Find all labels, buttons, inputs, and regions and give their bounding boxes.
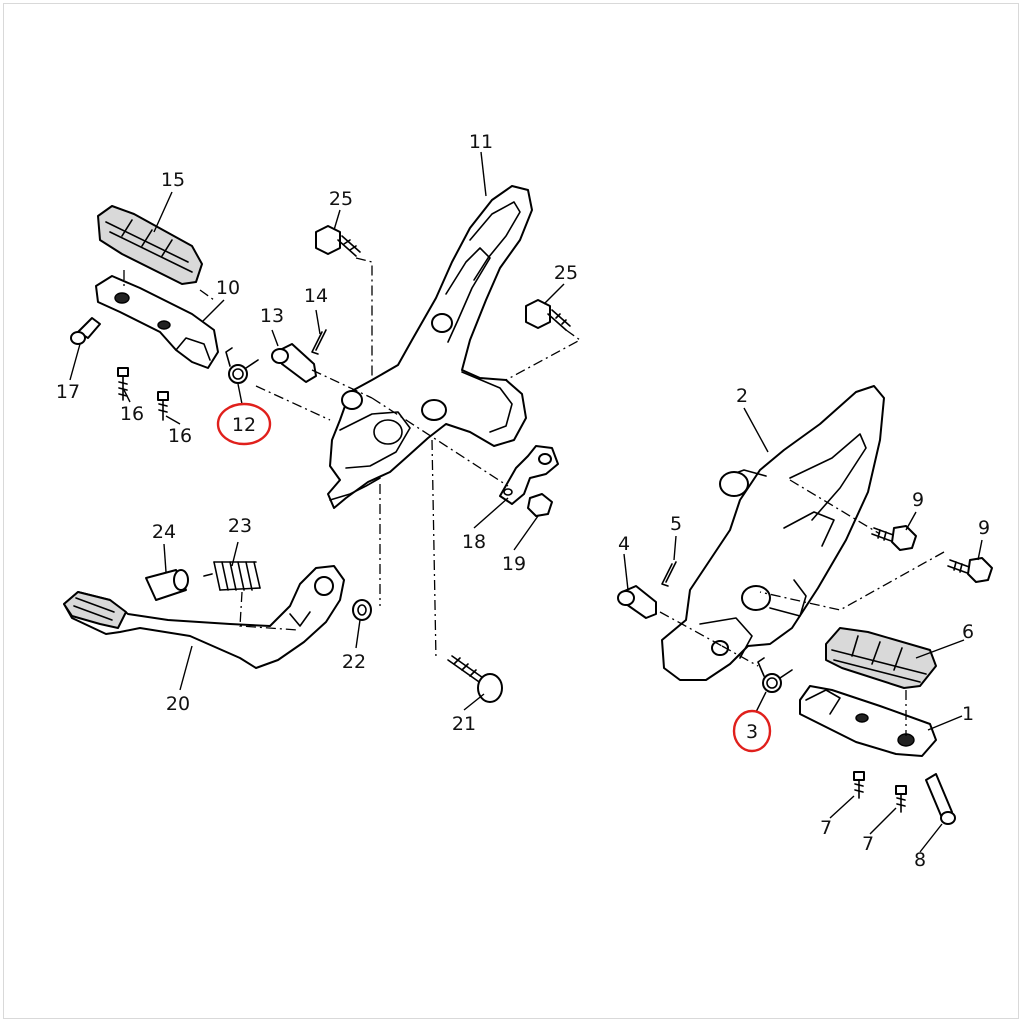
callout-19[interactable]: 19 xyxy=(502,553,526,575)
callout-3[interactable]: 3 xyxy=(746,721,758,743)
callout-15[interactable]: 15 xyxy=(161,169,185,191)
screw-7a xyxy=(853,771,865,799)
brake-pedal xyxy=(63,565,345,669)
right-footpeg-spring xyxy=(757,657,793,693)
screw-7b xyxy=(895,785,907,813)
callout-17[interactable]: 17 xyxy=(56,381,80,403)
callout-21[interactable]: 21 xyxy=(452,713,476,735)
callout-18[interactable]: 18 xyxy=(462,531,486,553)
callout-12[interactable]: 12 xyxy=(232,414,256,436)
callout-9b[interactable]: 9 xyxy=(978,517,990,539)
left-footpeg-pin xyxy=(271,343,317,383)
callout-leaders xyxy=(69,151,983,853)
pivot-bolt-21 xyxy=(447,655,503,703)
bolt-17 xyxy=(70,317,101,345)
right-footrest-bracket xyxy=(661,385,885,681)
highlight-ring-12 xyxy=(216,402,272,446)
callout-25a[interactable]: 25 xyxy=(329,188,353,210)
right-footpeg-pin xyxy=(617,585,657,619)
callout-13[interactable]: 13 xyxy=(260,305,284,327)
right-footpeg xyxy=(799,685,937,757)
callout-14[interactable]: 14 xyxy=(304,285,328,307)
bracket-18 xyxy=(499,445,559,505)
callout-25b[interactable]: 25 xyxy=(554,262,578,284)
callout-6[interactable]: 6 xyxy=(962,621,974,643)
callout-4[interactable]: 4 xyxy=(618,533,630,555)
callout-10[interactable]: 10 xyxy=(216,277,240,299)
callout-2[interactable]: 2 xyxy=(736,385,748,407)
callout-labels: 11 15 25 25 10 13 14 17 16 16 12 2 9 9 1… xyxy=(56,131,990,871)
diagram-frame xyxy=(3,3,1019,1019)
callout-23[interactable]: 23 xyxy=(228,515,252,537)
callout-9a[interactable]: 9 xyxy=(912,489,924,511)
assembly-lines xyxy=(123,257,945,736)
cotter-pin-5 xyxy=(661,561,677,587)
callout-8[interactable]: 8 xyxy=(914,849,926,871)
left-footpeg-spring xyxy=(225,347,259,384)
right-footpeg-rubber xyxy=(825,627,937,689)
left-footpeg xyxy=(95,275,219,369)
highlight-ring-3 xyxy=(732,709,772,753)
callout-16a[interactable]: 16 xyxy=(120,403,144,425)
callout-24[interactable]: 24 xyxy=(152,521,176,543)
screw-16b xyxy=(157,391,169,421)
left-footpeg-rubber xyxy=(97,205,203,285)
pedal-bushing-24 xyxy=(145,569,189,601)
callout-7b[interactable]: 7 xyxy=(862,833,874,855)
bolt-19 xyxy=(527,493,553,517)
left-footrest-bracket xyxy=(327,185,533,509)
callout-16b[interactable]: 16 xyxy=(168,425,192,447)
callout-7a[interactable]: 7 xyxy=(820,817,832,839)
bolt-25a xyxy=(315,225,361,257)
callout-11[interactable]: 11 xyxy=(469,131,493,153)
washer-22 xyxy=(352,599,372,621)
callout-20[interactable]: 20 xyxy=(166,693,190,715)
cotter-pin-14 xyxy=(311,329,327,355)
callout-1[interactable]: 1 xyxy=(962,703,974,725)
bolt-9a xyxy=(871,525,917,551)
return-spring-23 xyxy=(203,561,261,591)
bolt-9b xyxy=(947,557,993,583)
bolt-8 xyxy=(925,773,956,825)
screw-16a xyxy=(117,367,129,401)
bolt-25b xyxy=(525,299,571,331)
callout-22[interactable]: 22 xyxy=(342,651,366,673)
callout-5[interactable]: 5 xyxy=(670,513,682,535)
